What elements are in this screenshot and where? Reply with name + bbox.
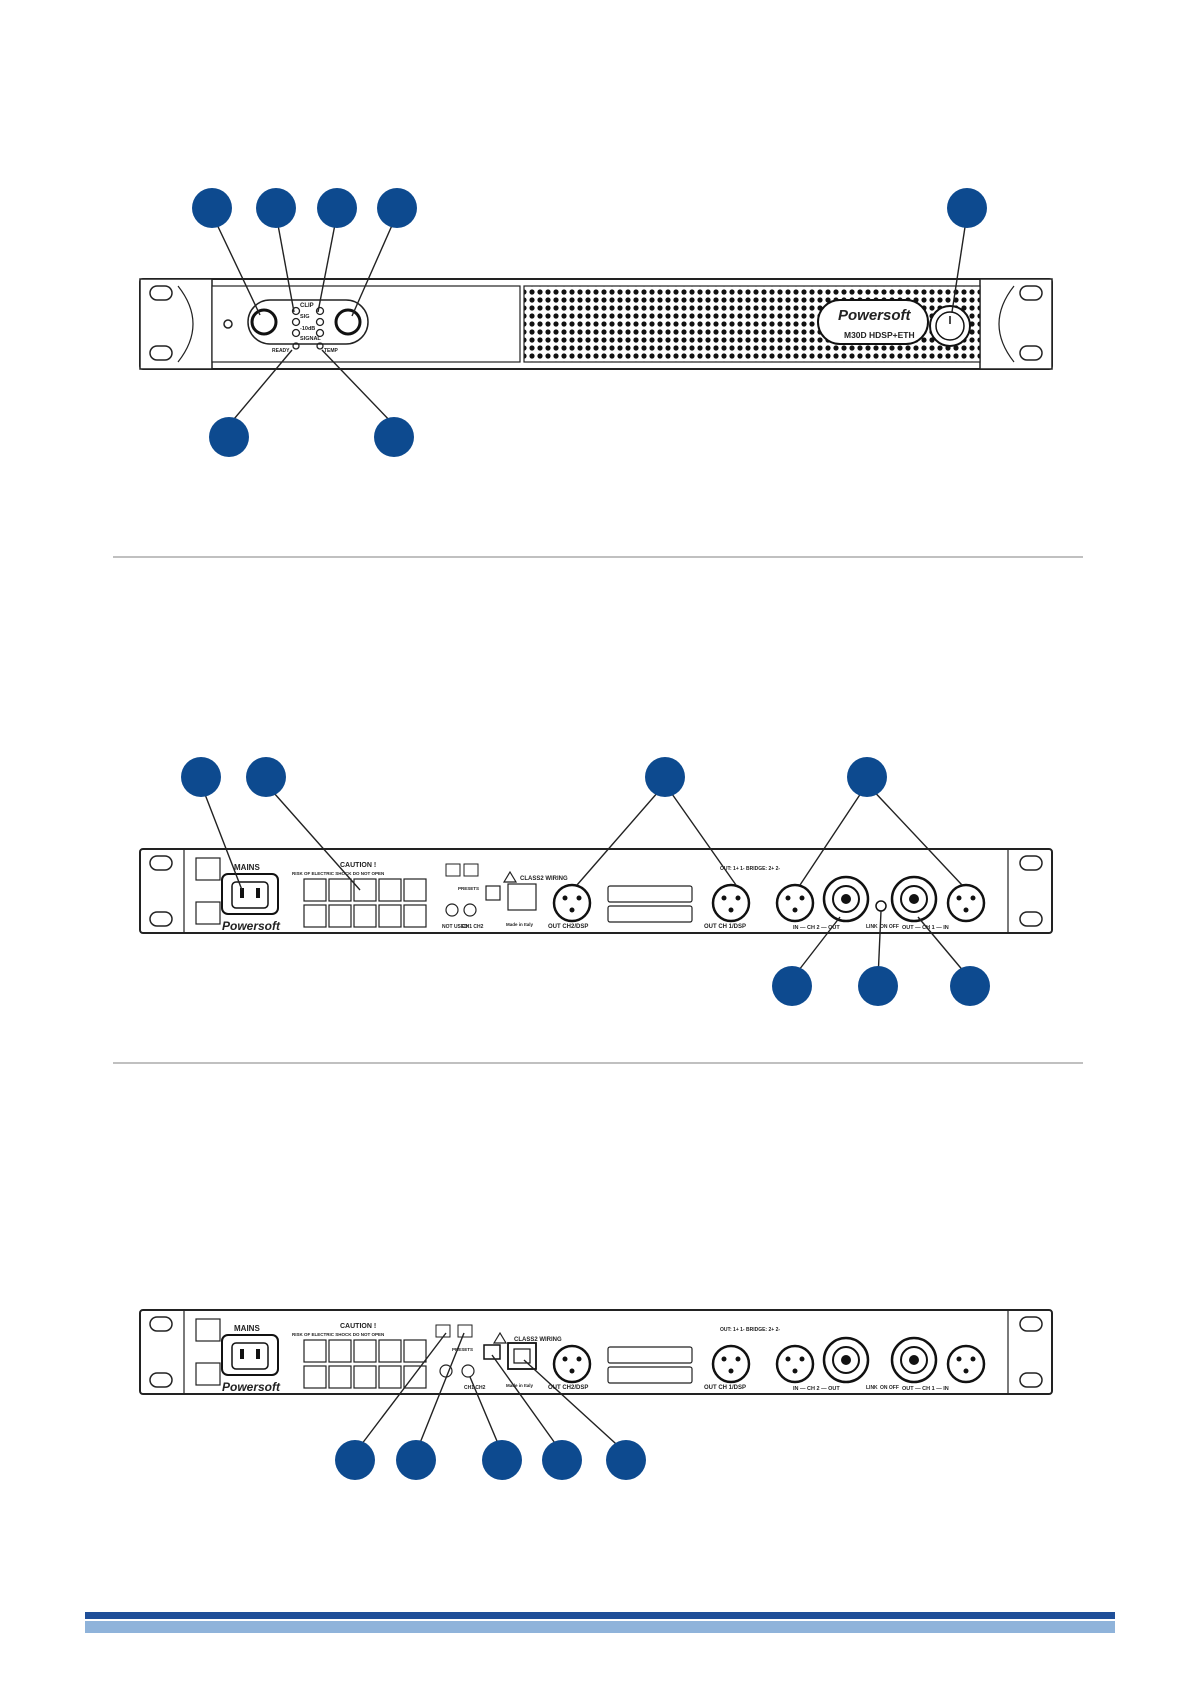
rear-b-brand-logo: Powersoft [222,1380,281,1394]
front-panel: CLIP SIG -10dB SIGNAL READY TEMP Powerso… [139,278,1053,370]
led-label-signal: SIGNAL [300,336,321,342]
callout-marker [317,188,357,228]
caution-text-b: RISK OF ELECTRIC SHOCK DO NOT OPEN [292,1332,384,1337]
mains-label-b: MAINS [234,1324,260,1333]
footer-band-dark [85,1612,1115,1619]
front-brand-logo: Powersoft [838,307,912,324]
link-label-b: LINK [866,1385,878,1391]
ch-label: CH1 CH2 [462,924,484,930]
callout-marker [847,757,887,797]
rear-a-brand-logo: Powersoft [222,919,281,933]
bridge-label-b: OUT: 1+ 1- BRIDGE: 2+ 2- [720,1327,780,1333]
made-in-label: Made in Italy [506,922,534,927]
callout-marker [645,757,685,797]
presets-label-b: PRESETS [452,1347,473,1352]
led-label-ready: READY [272,348,290,354]
footer-band-light [85,1621,1115,1633]
front-model-label: M30D HDSP+ETH [844,330,915,340]
onoff-label-b: ON OFF [880,1385,899,1391]
rear-panel-b: MAINS CAUTION ! RISK OF ELECTRIC SHOCK D… [139,1309,1053,1395]
callout-marker [181,757,221,797]
callout-marker [192,188,232,228]
callout-marker [209,417,249,457]
callout-marker [772,966,812,1006]
link-label: LINK [866,924,878,930]
in-ch2-out-label-b: IN — CH 2 — OUT [793,1386,840,1392]
not-used-label: NOT USED [442,924,468,930]
front-leader-lines [211,213,968,426]
rear-a-leader-lines [200,783,971,980]
out-ch2-label-b: OUT CH2/DSP [548,1385,588,1391]
out-ch2-label: OUT CH2/DSP [548,924,588,930]
class2-label: CLASS2 WIRING [520,876,568,882]
callout-marker [947,188,987,228]
caution-title-b: CAUTION ! [340,1323,376,1330]
caution-title: CAUTION ! [340,862,376,869]
callout-marker [246,757,286,797]
led-label-sig: SIG [300,314,309,320]
callout-marker [256,188,296,228]
callout-marker [335,1440,375,1480]
out-ch1-in-label-b: OUT — CH 1 — IN [902,1386,949,1392]
led-label-10db: -10dB [300,326,315,332]
callout-marker [396,1440,436,1480]
onoff-label: ON OFF [880,924,899,930]
out-ch1-label-b: OUT CH 1/DSP [704,1385,746,1391]
rear-a-callouts [181,757,990,1006]
out-ch1-in-label: OUT — CH 1 — IN [902,925,949,931]
callout-marker [374,417,414,457]
out-ch1-label: OUT CH 1/DSP [704,924,746,930]
class2-label-b: CLASS2 WIRING [514,1337,562,1343]
rear-b-callouts [335,1440,646,1480]
callout-marker [606,1440,646,1480]
callout-marker [858,966,898,1006]
callout-marker [377,188,417,228]
callout-marker [482,1440,522,1480]
callout-marker [950,966,990,1006]
presets-label: PRESETS [458,886,479,891]
mains-label: MAINS [234,863,260,872]
front-callouts [192,188,987,457]
in-ch2-out-label: IN — CH 2 — OUT [793,925,840,931]
caution-text: RISK OF ELECTRIC SHOCK DO NOT OPEN [292,871,384,876]
bridge-label: OUT: 1+ 1- BRIDGE: 2+ 2- [720,866,780,872]
callout-marker [542,1440,582,1480]
rear-b-leader-lines [354,1332,627,1454]
made-in-label-b: Made in Italy [506,1383,534,1388]
rear-panel-a: MAINS CAUTION ! RISK OF ELECTRIC SHOCK D… [139,848,1053,934]
led-label-clip: CLIP [300,303,314,309]
led-label-temp: TEMP [324,348,339,354]
